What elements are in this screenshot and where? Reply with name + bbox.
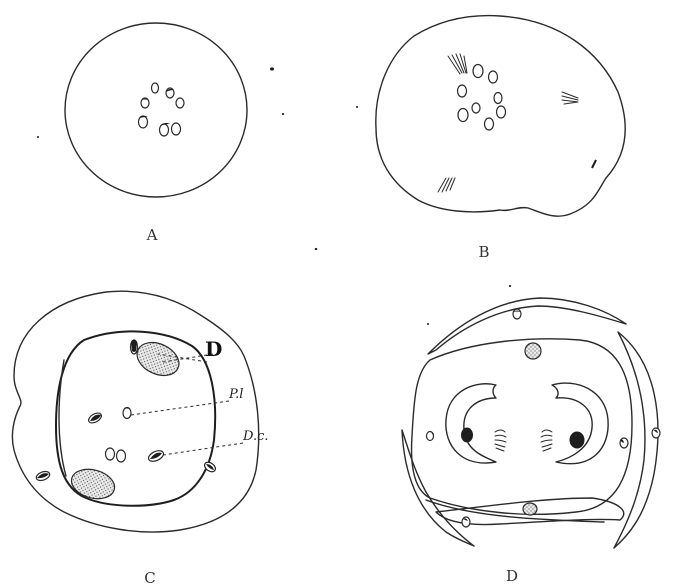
leaf-bundle: [652, 428, 660, 438]
caption-c: C: [144, 569, 155, 586]
bundle-ring: [458, 65, 506, 131]
stippled-bundle: [525, 343, 541, 359]
xylem-fan: [541, 430, 552, 451]
speck: [427, 323, 429, 325]
left-vascular-arc: [446, 384, 496, 463]
left-leaf-sheath: [402, 430, 474, 546]
speck: [282, 113, 284, 115]
leader-line: [163, 443, 243, 455]
phloem-spot: [570, 432, 585, 449]
bundle-ring: [139, 83, 185, 136]
figure-c: D P.l D.c. C: [12, 291, 268, 586]
leaf-trace: [562, 92, 578, 104]
leaf-trace: [438, 178, 455, 192]
phloem-spot: [461, 428, 473, 443]
pale-bundle: [117, 450, 126, 462]
outer-envelope: [12, 291, 258, 532]
pale-bundle: [106, 448, 115, 460]
leaf-bundle: [462, 517, 470, 527]
leaf-trace: [448, 54, 467, 74]
stippled-bundle: [523, 503, 537, 515]
label-dc: D.c.: [242, 429, 269, 444]
speck: [270, 67, 274, 70]
caption-d: D: [506, 567, 518, 585]
figure-b: B: [315, 16, 625, 261]
central-axis: [412, 339, 632, 515]
caption-a: A: [146, 226, 158, 244]
speck: [37, 136, 39, 138]
stippled-bundle: [68, 465, 118, 503]
speck: [356, 106, 358, 108]
label-pl: P.l: [228, 387, 243, 402]
caption-b: B: [478, 243, 489, 261]
pale-bundle: [123, 408, 131, 419]
figure-d: D: [402, 285, 660, 585]
figure-a: A: [37, 23, 284, 244]
xylem-fan: [495, 430, 506, 451]
right-vascular-arc: [552, 383, 608, 464]
label-d: D: [205, 337, 222, 361]
stem-outline: [65, 23, 247, 197]
speck: [509, 285, 511, 287]
stippled-bundle: [132, 336, 185, 382]
speck: [315, 248, 318, 250]
